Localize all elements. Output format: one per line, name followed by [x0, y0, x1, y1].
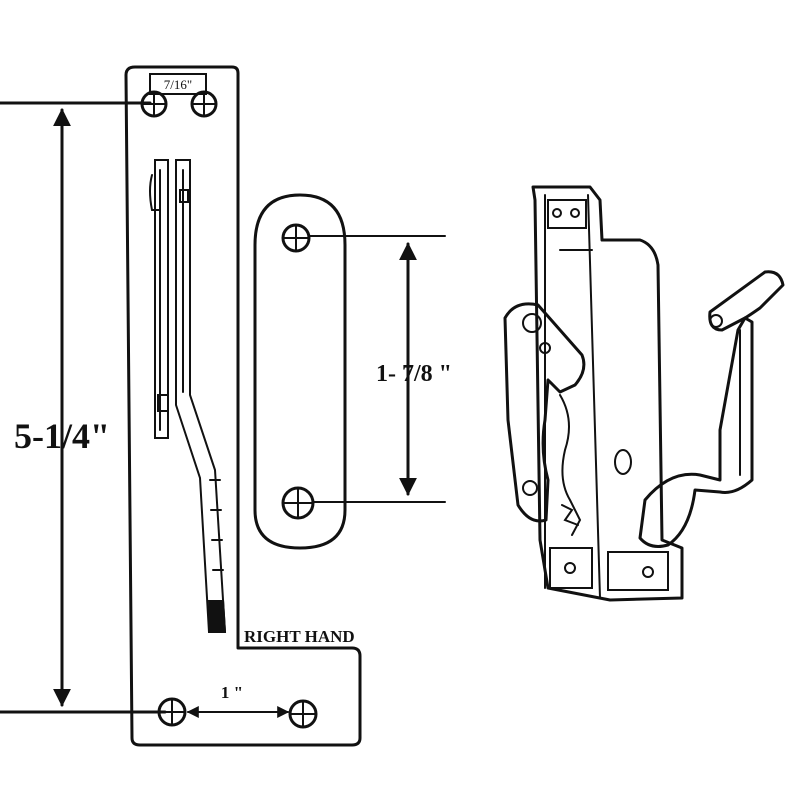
bottom-spacing-label: 1 "	[221, 683, 243, 702]
plate-top-screw-hole	[281, 223, 311, 253]
right-hand-label: RIGHT HAND	[244, 627, 355, 646]
bottom-right-screw-hole	[288, 699, 318, 729]
operator-arm-plate	[124, 65, 362, 747]
plate-bottom-screw-hole	[281, 486, 315, 520]
keeper-plate	[253, 193, 347, 550]
height-label: 5-1/4"	[14, 416, 110, 456]
top-spacing-label: 7/16"	[164, 77, 192, 92]
casement-operator	[503, 185, 785, 602]
top-spacing-box	[149, 73, 207, 95]
top-right-screw-hole	[190, 90, 218, 118]
plate-spacing-label: 1- 7/8 "	[376, 361, 452, 387]
arm-track-slot	[149, 159, 227, 633]
